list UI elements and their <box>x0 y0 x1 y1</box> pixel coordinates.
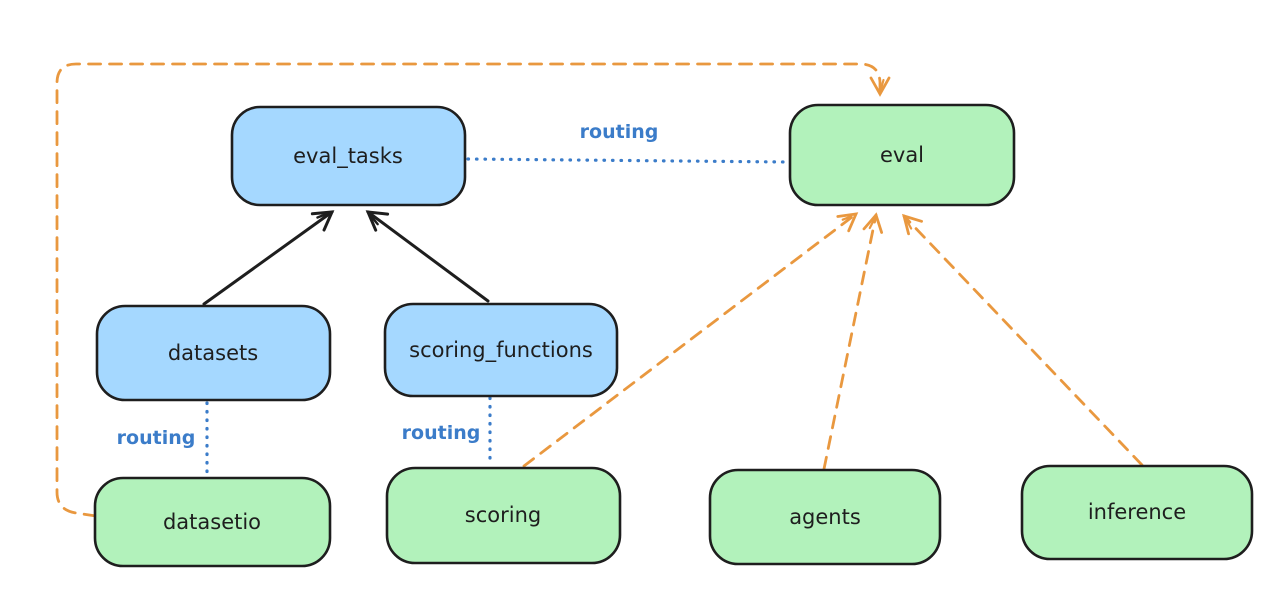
node-datasets-label: datasets <box>168 341 258 365</box>
routing-label-datasets: routing <box>117 427 196 449</box>
routing-label-scoring: routing <box>402 422 481 444</box>
node-scoring-functions: scoring_functions <box>383 302 619 398</box>
node-inference-shape <box>1020 464 1254 561</box>
node-eval-tasks: eval_tasks <box>230 105 467 207</box>
node-scoring: scoring <box>385 466 622 565</box>
node-eval-tasks-shape <box>230 105 467 207</box>
node-eval: eval <box>788 103 1016 207</box>
edge-scoring-to-eval <box>522 212 859 468</box>
node-datasetio-label: datasetio <box>163 510 261 534</box>
node-datasets-shape <box>95 304 332 402</box>
node-eval-tasks-label: eval_tasks <box>293 144 403 169</box>
node-datasets: datasets <box>95 304 332 402</box>
edge-agents-to-eval <box>822 212 884 471</box>
node-scoring-shape <box>385 466 622 565</box>
routing-label-top: routing <box>580 121 659 143</box>
node-datasetio-shape <box>93 476 332 568</box>
node-eval-shape <box>788 103 1016 207</box>
node-scoring-functions-shape <box>383 302 619 398</box>
node-scoring-functions-label: scoring_functions <box>409 338 593 363</box>
node-datasetio: datasetio <box>93 476 332 568</box>
edge-datasetio-to-eval-loop <box>55 62 891 518</box>
node-eval-label: eval <box>880 143 924 167</box>
edge-inference-to-eval <box>902 213 1144 467</box>
node-scoring-label: scoring <box>465 503 541 527</box>
node-agents-label: agents <box>789 505 861 529</box>
edge-eval-tasks-to-eval-routing <box>466 157 789 164</box>
node-inference: inference <box>1020 464 1254 561</box>
edge-datasets-to-eval-tasks <box>202 210 335 306</box>
node-agents-shape <box>708 468 942 566</box>
edge-scoring-functions-to-eval-tasks <box>365 210 490 303</box>
node-inference-label: inference <box>1088 500 1186 524</box>
node-agents: agents <box>708 468 942 566</box>
